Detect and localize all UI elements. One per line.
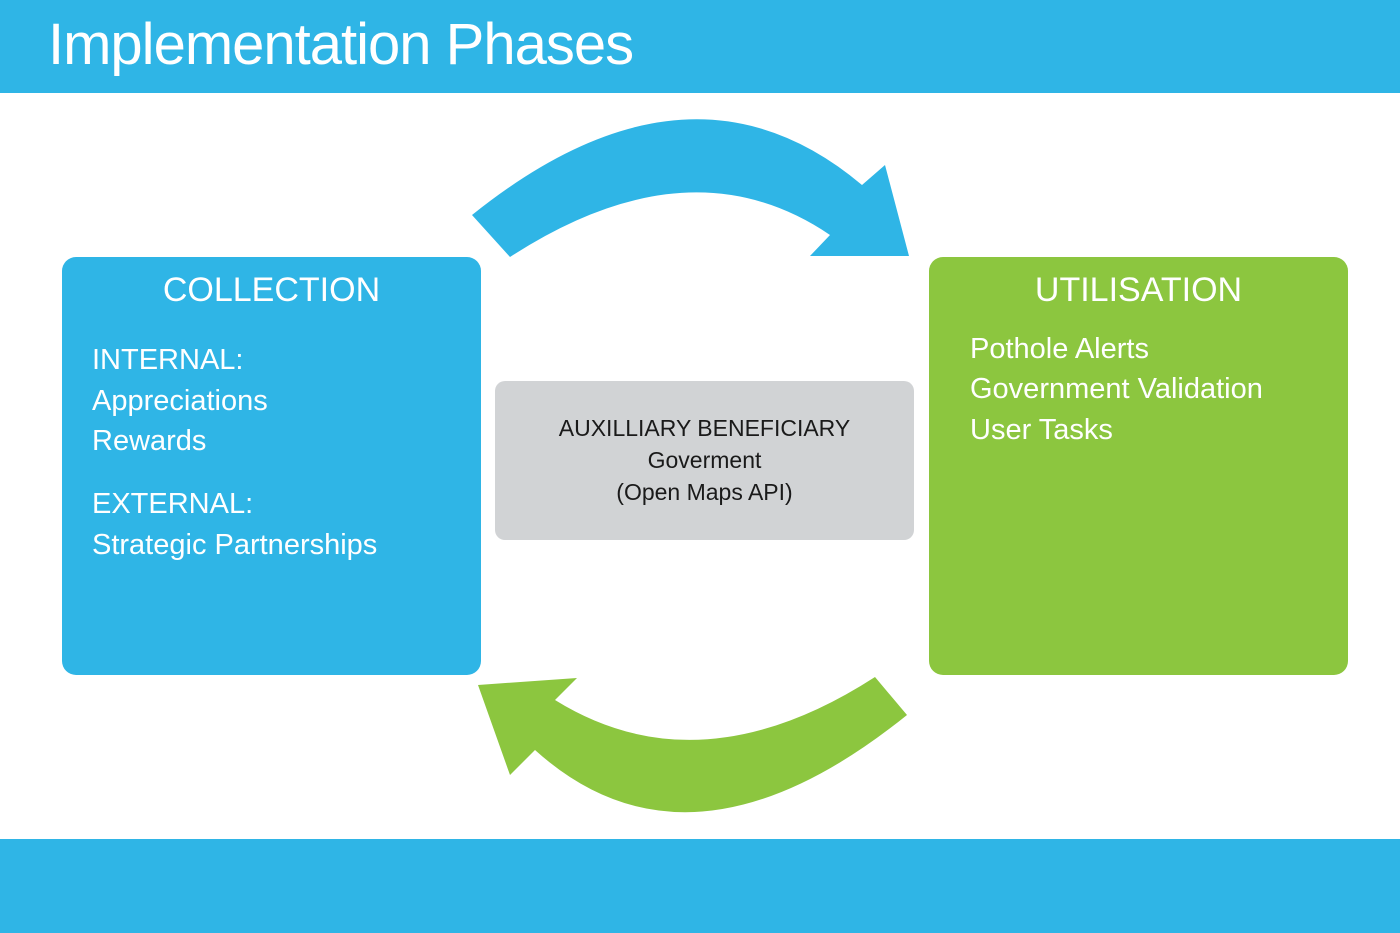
- utilisation-line-pothole: Pothole Alerts: [970, 333, 1149, 365]
- utilisation-title: UTILISATION: [1034, 271, 1243, 309]
- collection-line-external: EXTERNAL:: [92, 488, 254, 520]
- utilisation-line-validation: Government Validation: [970, 373, 1263, 405]
- footer-bar: [0, 839, 1400, 933]
- collection-line-partnerships: Strategic Partnerships: [92, 529, 378, 561]
- auxiliary-line-api: (Open Maps API): [616, 479, 793, 505]
- header-bar: Implementation Phases: [0, 0, 1400, 93]
- auxiliary-box: AUXILLIARY BENEFICIARY Goverment (Open M…: [495, 381, 914, 540]
- auxiliary-line-government: Goverment: [647, 447, 762, 473]
- utilisation-line-tasks: User Tasks: [970, 414, 1113, 446]
- utilisation-box: UTILISATION Pothole Alerts Government Va…: [929, 257, 1348, 675]
- collection-line-internal: INTERNAL:: [92, 344, 244, 376]
- collection-box: COLLECTION INTERNAL: Appreciations Rewar…: [62, 257, 481, 675]
- collection-line-rewards: Rewards: [92, 425, 207, 457]
- collection-title: COLLECTION: [162, 271, 381, 309]
- curved-arrow-left-icon: [478, 677, 907, 813]
- collection-line-appreciations: Appreciations: [92, 385, 268, 417]
- page-title: Implementation Phases: [48, 12, 634, 77]
- auxiliary-line-heading: AUXILLIARY BENEFICIARY: [558, 415, 851, 441]
- curved-arrow-right-icon: [472, 119, 909, 257]
